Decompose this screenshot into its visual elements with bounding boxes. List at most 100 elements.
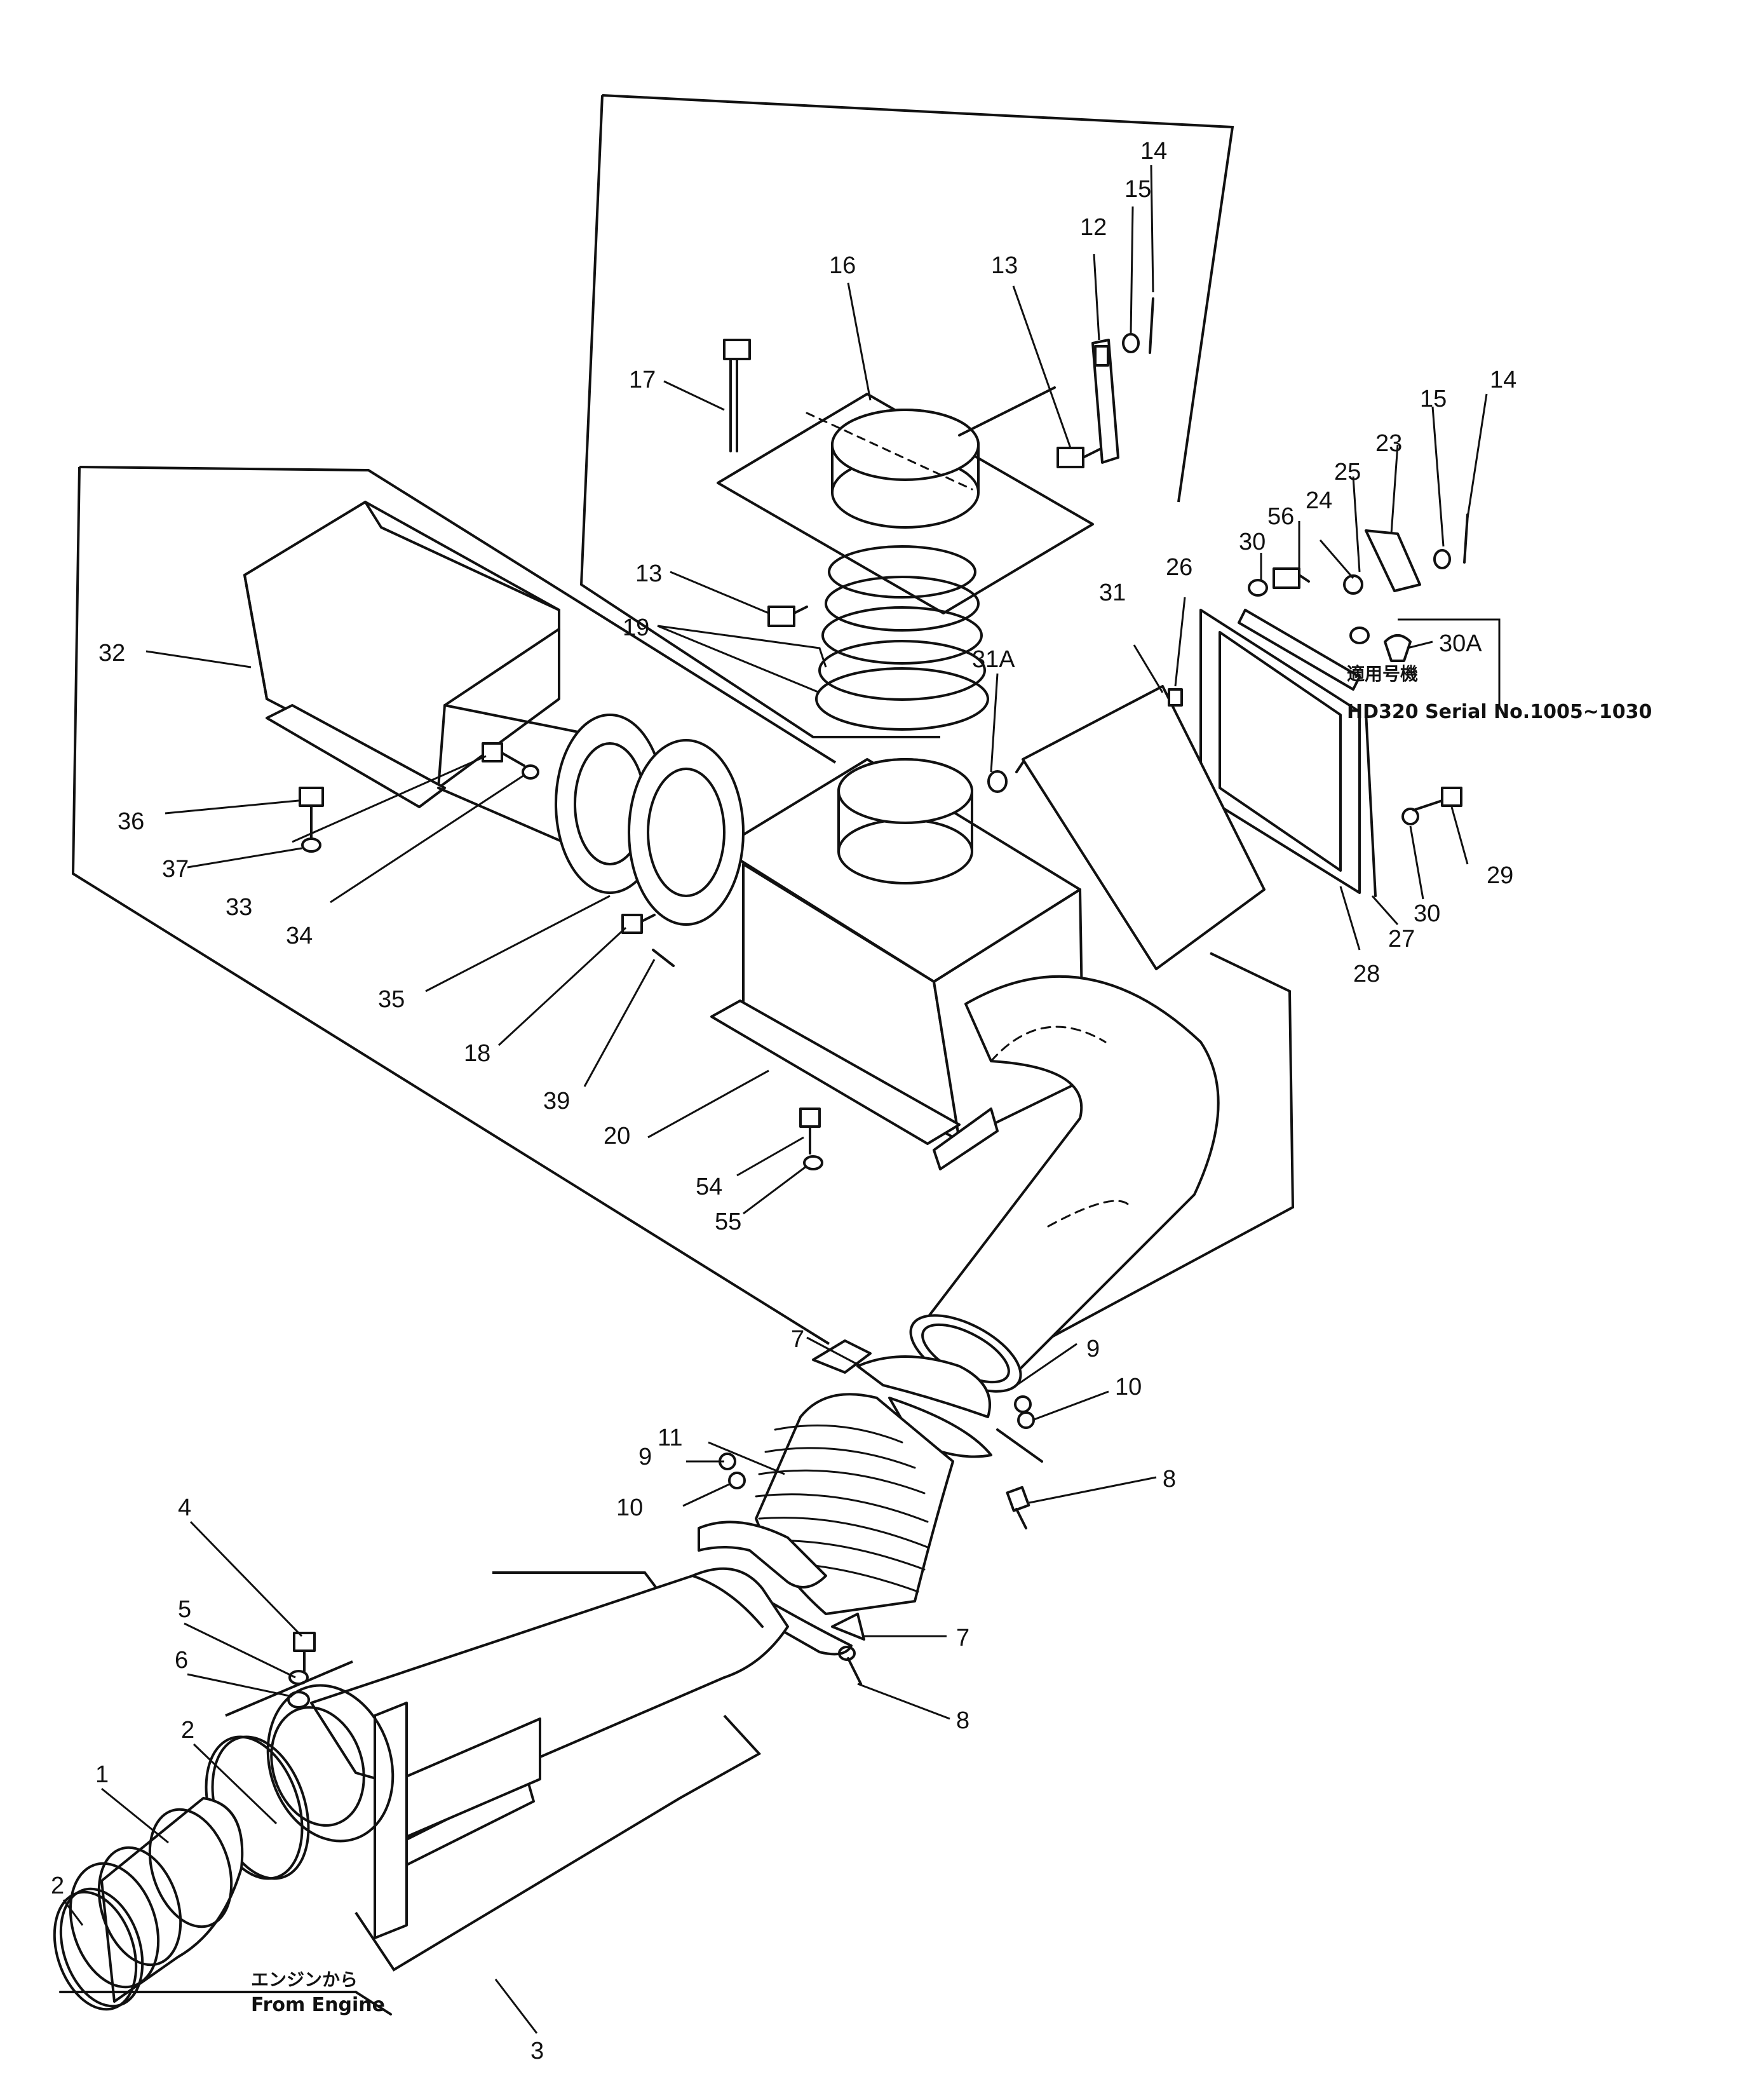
lower-assembly-frame	[225, 952, 1295, 1972]
inlet-arrow	[59, 1991, 392, 2015]
applicability-note: 適用号機 HD320 Serial No.1005~1030	[1347, 663, 1652, 723]
bracket-12	[1091, 339, 1119, 464]
nut-10-upper	[1017, 1411, 1035, 1429]
callout-31: 31	[1099, 579, 1126, 606]
air-housing	[710, 758, 1084, 1170]
bolt-8-lower	[838, 1646, 862, 1685]
callout-33: 33	[226, 894, 252, 921]
callout-56: 56	[1267, 503, 1294, 530]
callout-15-upper: 15	[1124, 176, 1151, 203]
pin-39	[652, 949, 675, 967]
latch-bracket	[1238, 513, 1469, 691]
callout-26: 26	[1166, 554, 1192, 581]
callout-36: 36	[118, 808, 144, 835]
callout-24: 24	[1306, 487, 1332, 514]
applicable-jp-text: 適用号機	[1347, 663, 1418, 684]
nut-34	[522, 764, 539, 780]
left-assembly-frame	[71, 466, 837, 1345]
washer-30-lower	[1401, 808, 1419, 825]
callout-37: 37	[162, 856, 189, 883]
callout-32: 32	[98, 640, 125, 667]
bolt-17	[723, 339, 751, 452]
serial-number-text: HD320 Serial No.1005~1030	[1347, 701, 1652, 723]
washer-5	[288, 1670, 309, 1685]
callout-54: 54	[696, 1174, 722, 1200]
callout-27: 27	[1388, 926, 1415, 952]
nut-10-lower	[728, 1472, 746, 1489]
callout-25: 25	[1334, 459, 1361, 485]
washer-6	[287, 1691, 310, 1709]
leader-lines	[62, 165, 1501, 2034]
callout-20: 20	[604, 1123, 630, 1149]
callout-9-lower: 9	[638, 1444, 652, 1470]
callout-8-lower: 8	[956, 1707, 969, 1734]
door-plate	[1015, 685, 1266, 970]
from-engine-note: エンジンから From Engine	[251, 1969, 385, 2016]
callout-14-upper: 14	[1140, 138, 1167, 165]
bolt-33	[482, 742, 525, 767]
callout-13-upper: 13	[991, 252, 1018, 279]
callout-16: 16	[829, 252, 856, 279]
callout-11: 11	[658, 1425, 682, 1451]
upper-assembly-frame	[579, 94, 1234, 738]
callout-17: 17	[629, 367, 656, 393]
callout-12: 12	[1080, 214, 1107, 241]
inlet-pipe	[266, 1567, 789, 1939]
callout-18: 18	[464, 1040, 490, 1067]
callout-7-upper: 7	[791, 1326, 804, 1353]
door-gasket	[1199, 609, 1377, 897]
callout-2-left: 2	[51, 1873, 64, 1899]
callout-4: 4	[178, 1494, 191, 1521]
callout-10-lower: 10	[616, 1494, 643, 1521]
pin-14-upper	[1149, 297, 1154, 354]
callout-30a: 30A	[1439, 630, 1482, 657]
callout-19: 19	[623, 614, 649, 641]
bolt-36	[299, 787, 324, 853]
callout-39: 39	[543, 1088, 570, 1114]
washer-15-upper	[1122, 333, 1140, 353]
housing-cover	[243, 501, 637, 872]
bolt-13-lower	[767, 606, 808, 627]
latch-30a	[1384, 634, 1412, 662]
callout-29: 29	[1487, 862, 1513, 889]
callout-10-upper: 10	[1115, 1374, 1142, 1400]
washer-9-upper	[1014, 1395, 1032, 1413]
callout-3: 3	[530, 2038, 544, 2064]
callout-23: 23	[1375, 430, 1402, 457]
callout-8-upper: 8	[1163, 1466, 1176, 1493]
callout-6: 6	[175, 1647, 188, 1674]
callout-35: 35	[378, 986, 405, 1013]
bolt-4	[293, 1632, 316, 1672]
callout-9-upper: 9	[1086, 1336, 1100, 1362]
callout-31a: 31A	[972, 646, 1015, 673]
spring	[815, 545, 989, 731]
bolt-8-upper	[1006, 1486, 1030, 1529]
callout-5: 5	[178, 1596, 191, 1623]
lower-clamp	[698, 1521, 865, 1656]
bolt-13-upper	[1057, 447, 1104, 468]
bolt-29	[1412, 787, 1462, 811]
from-engine-jp-text: エンジンから	[251, 1969, 358, 1990]
callout-7-lower: 7	[956, 1625, 969, 1651]
callout-2-right: 2	[181, 1717, 194, 1744]
callout-34: 34	[286, 923, 313, 949]
hose	[69, 1797, 244, 2003]
outlet-elbow	[909, 975, 1220, 1393]
pre-cleaner-pipe	[717, 386, 1094, 614]
callout-14-lower: 14	[1490, 367, 1516, 393]
callout-15-lower: 15	[1420, 386, 1447, 412]
callout-labels: 14 15 12 13 16 17 13 19 32 36 37 33 34 3…	[51, 138, 1516, 2064]
callout-30-lower: 30	[1414, 900, 1440, 927]
callout-55: 55	[715, 1209, 741, 1235]
callout-13-lower: 13	[635, 560, 662, 587]
clamp-2-left	[53, 1887, 144, 2011]
callout-28: 28	[1353, 961, 1380, 987]
washer-31a	[987, 770, 1008, 793]
from-engine-text: From Engine	[251, 1994, 385, 2016]
nut-18	[621, 914, 656, 934]
adapter-flange	[555, 714, 745, 926]
callout-30-upper: 30	[1239, 529, 1266, 555]
callout-1: 1	[95, 1761, 109, 1788]
bolt-54	[799, 1108, 823, 1170]
